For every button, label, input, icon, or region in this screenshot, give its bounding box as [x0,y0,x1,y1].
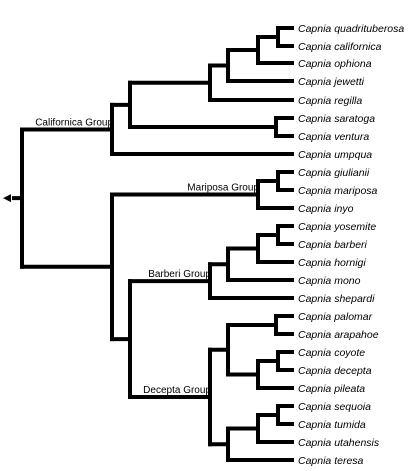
leaf-label: Capnia pileata [298,383,365,395]
leaf-label: Capnia regilla [298,95,362,107]
leaf-label: Capnia teresa [298,455,364,467]
group-label-mariposa: Mariposa Group [187,183,259,194]
leaf-label: Capnia inyo [298,203,354,215]
leaf-label: Capnia palomar [298,311,373,323]
leaf-label: Capnia utahensis [298,437,380,449]
leaf-label: Capnia californica [298,41,382,53]
leaf-label: Capnia sequoia [298,401,371,413]
leaf-label: Capnia shepardi [298,293,375,305]
leaf-label: Capnia arapahoe [298,329,379,341]
leaf-label: Capnia umpqua [298,149,372,161]
left-arrow-icon [3,194,11,203]
leaf-label: Capnia mariposa [298,185,378,197]
tree-branches [12,26,294,462]
leaf-label: Capnia barberi [298,239,368,251]
root-arrow [3,194,11,203]
group-label-barberi: Barberi Group [148,269,211,280]
leaf-label: Capnia quadrituberosa [298,23,404,35]
group-label-decepta: Decepta Group [143,385,211,396]
leaf-label: Capnia decepta [298,365,372,377]
leaf-label: Capnia saratoga [298,113,375,125]
leaf-label: Capnia ophiona [298,58,372,70]
leaf-label: Capnia coyote [298,347,365,359]
leaf-label: Capnia giulianii [298,167,370,179]
leaf-label: Capnia hornigi [298,257,366,269]
leaf-label: Capnia ventura [298,131,369,143]
leaf-label: Capnia jewetti [298,76,365,88]
leaf-label: Capnia mono [298,275,361,287]
group-label-californica: Californica Group [35,117,113,128]
leaf-label: Capnia yosemite [298,221,376,233]
leaf-label: Capnia tumida [298,419,366,431]
